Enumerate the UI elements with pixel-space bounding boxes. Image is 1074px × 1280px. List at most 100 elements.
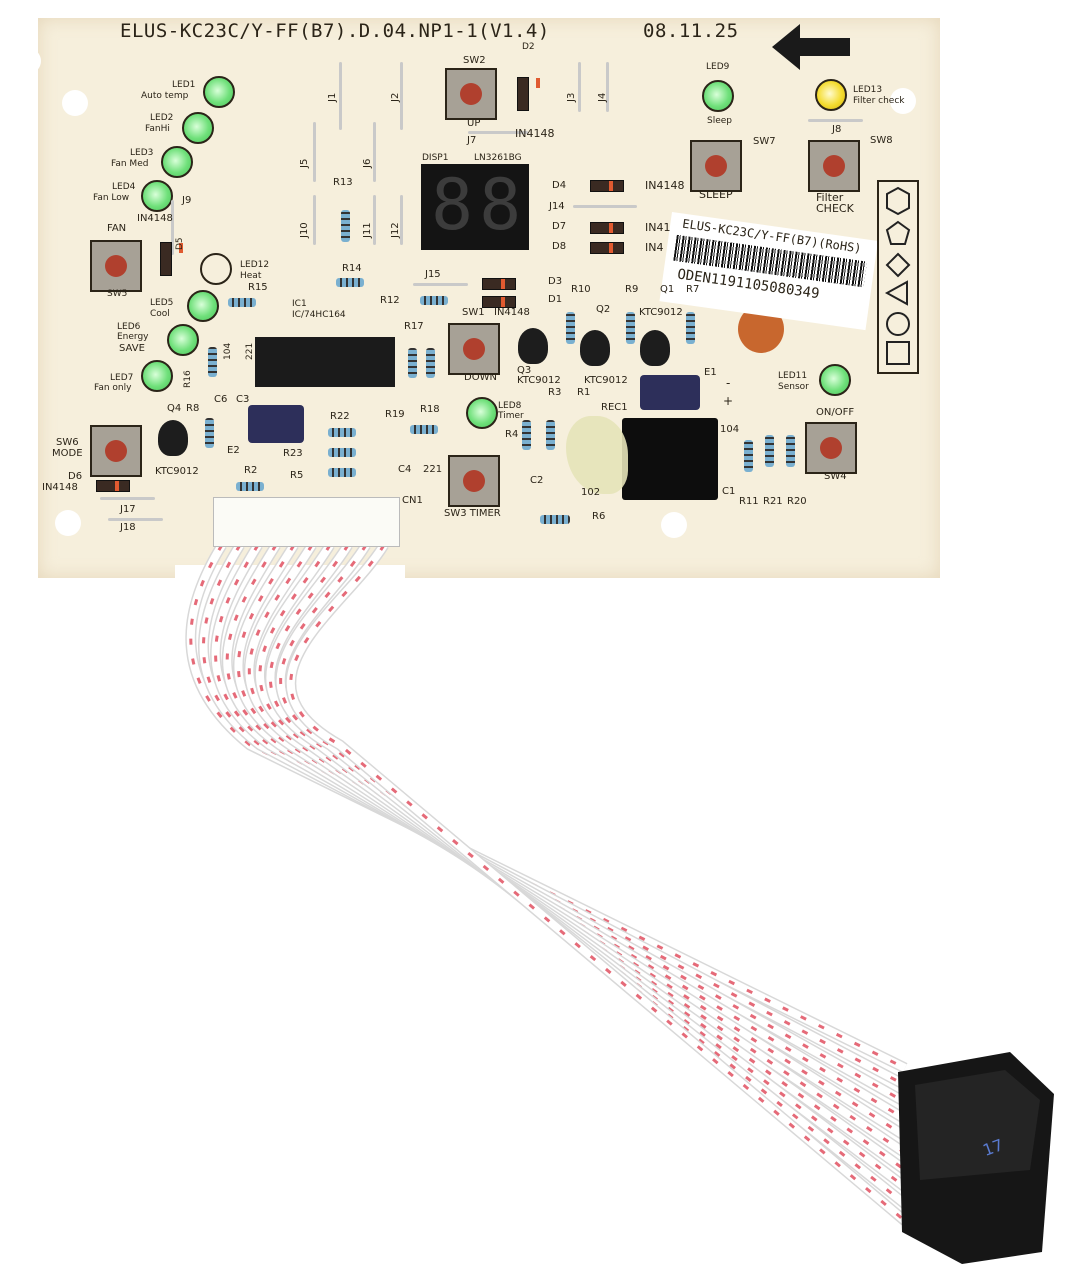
sw2-up-button[interactable] bbox=[445, 68, 497, 120]
silkscreen-label: J9 bbox=[182, 195, 192, 206]
silkscreen-label: SW4 bbox=[824, 471, 847, 482]
resistor bbox=[205, 418, 214, 448]
sw1-down-button[interactable] bbox=[448, 323, 500, 375]
silkscreen-label: C2 bbox=[530, 475, 544, 486]
resistor bbox=[426, 348, 435, 378]
silkscreen-label: Sleep bbox=[707, 116, 733, 126]
silkscreen-label: J6 bbox=[362, 158, 373, 168]
silkscreen-label: Fan Low bbox=[93, 193, 130, 203]
silkscreen-label: Q4 bbox=[167, 403, 182, 414]
silkscreen-label: KTC9012 bbox=[584, 375, 628, 386]
silkscreen-label: SW3 TIMER bbox=[444, 508, 501, 519]
mounting-hole bbox=[15, 48, 41, 74]
silkscreen-label: SW8 bbox=[870, 135, 893, 146]
resistor bbox=[410, 425, 438, 434]
silkscreen-label: REC1 bbox=[601, 402, 628, 413]
resistor bbox=[228, 298, 256, 307]
silkscreen-label: R11 bbox=[739, 496, 759, 507]
silkscreen-label: J12 bbox=[390, 222, 401, 238]
sw7-sleep-button[interactable] bbox=[690, 140, 742, 192]
resistor bbox=[408, 348, 417, 378]
silkscreen-label: KTC9012 bbox=[155, 466, 199, 477]
silkscreen-label: LED9 bbox=[706, 62, 730, 72]
silkscreen-label: Cool bbox=[150, 309, 170, 319]
silkscreen-label: J18 bbox=[120, 522, 136, 533]
resistor bbox=[546, 420, 555, 450]
silkscreen-label: J4 bbox=[597, 92, 608, 102]
silkscreen-label: J11 bbox=[362, 222, 373, 238]
silkscreen-label: MODE bbox=[52, 448, 83, 459]
silkscreen-label: J14 bbox=[549, 201, 565, 212]
silkscreen-label: Fan Med bbox=[111, 159, 149, 169]
sw5-fan-button[interactable] bbox=[90, 240, 142, 292]
silkscreen-label: E2 bbox=[227, 445, 240, 456]
silkscreen-label: J10 bbox=[299, 222, 310, 238]
silkscreen-label: D8 bbox=[552, 241, 567, 252]
silkscreen-label: C4 bbox=[398, 464, 412, 475]
silkscreen-label: R7 bbox=[686, 284, 700, 295]
silkscreen-label: R4 bbox=[505, 429, 519, 440]
jumper-wire bbox=[373, 122, 376, 182]
silkscreen-label: C1 bbox=[722, 486, 736, 497]
indicator-led bbox=[702, 80, 734, 112]
silkscreen-label: Q2 bbox=[596, 304, 611, 315]
sw8-filter-button[interactable] bbox=[808, 140, 860, 192]
silkscreen-label: SW1 bbox=[462, 307, 485, 318]
resistor bbox=[566, 312, 575, 344]
resistor bbox=[540, 515, 570, 524]
silkscreen-label: KTC9012 bbox=[517, 375, 561, 386]
cn1-header bbox=[213, 497, 400, 547]
silkscreen-label: D7 bbox=[552, 221, 567, 232]
silkscreen-label: R3 bbox=[548, 387, 562, 398]
silkscreen-label: IN4148 bbox=[645, 179, 685, 192]
resistor bbox=[328, 448, 356, 457]
silkscreen-label: ON/OFF bbox=[816, 407, 855, 418]
resistor bbox=[686, 312, 695, 344]
silkscreen-label: FanHi bbox=[145, 124, 170, 134]
display-part: LN3261BG bbox=[474, 153, 522, 163]
silkscreen-label: J7 bbox=[467, 135, 477, 146]
resistor bbox=[765, 435, 774, 467]
silkscreen-label: Timer bbox=[498, 411, 524, 421]
ic1-chip bbox=[255, 337, 395, 387]
silkscreen-label: SW5 bbox=[107, 289, 128, 299]
silkscreen-label: IN4148 bbox=[42, 482, 78, 493]
ir-receiver bbox=[622, 418, 718, 500]
silkscreen-label: IN4148 bbox=[515, 127, 555, 140]
indicator-led bbox=[141, 180, 173, 212]
silkscreen-label: Energy bbox=[117, 332, 149, 342]
silkscreen-label: D2 bbox=[522, 42, 535, 52]
silkscreen-label: Filter check bbox=[853, 96, 905, 106]
silkscreen-label: D4 bbox=[552, 180, 567, 191]
jumper-wire bbox=[373, 195, 376, 245]
silkscreen-label: LED13 bbox=[853, 85, 883, 95]
jumper-wire bbox=[100, 497, 155, 500]
capacitor-e2 bbox=[248, 405, 304, 443]
silkscreen-label: - bbox=[726, 376, 731, 390]
silkscreen-label: KTC9012 bbox=[639, 307, 683, 318]
silkscreen-label: IN4148 bbox=[137, 213, 173, 224]
jumper-wire bbox=[468, 131, 528, 134]
capacitor-e1 bbox=[640, 375, 700, 410]
sw3-timer-button[interactable] bbox=[448, 455, 500, 507]
silkscreen-label: R2 bbox=[244, 465, 258, 476]
silkscreen-label: Filter bbox=[816, 191, 844, 204]
mounting-hole bbox=[55, 510, 81, 536]
jumper-wire bbox=[413, 283, 468, 286]
silkscreen-label: SLEEP bbox=[699, 188, 733, 201]
diode bbox=[590, 180, 624, 192]
jumper-wire bbox=[808, 119, 863, 122]
indicator-led bbox=[187, 290, 219, 322]
silkscreen-label: R16 bbox=[183, 370, 193, 388]
diode bbox=[517, 77, 540, 111]
jumper-wire bbox=[606, 62, 609, 112]
silkscreen-label: R17 bbox=[404, 321, 424, 332]
indicator-led bbox=[167, 324, 199, 356]
silkscreen-label: C6 bbox=[214, 394, 228, 405]
sw6-mode-button[interactable] bbox=[90, 425, 142, 477]
diode bbox=[590, 222, 624, 234]
silkscreen-label: R14 bbox=[342, 263, 362, 274]
jumper-wire bbox=[339, 62, 342, 130]
sw4-onoff-button[interactable] bbox=[805, 422, 857, 474]
